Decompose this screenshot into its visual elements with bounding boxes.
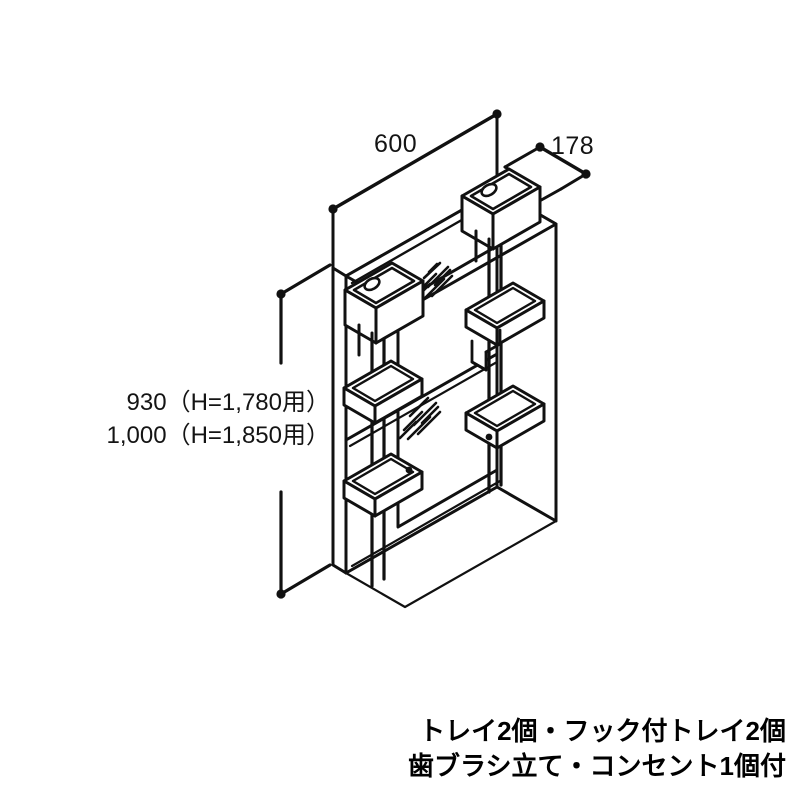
dimension-label-height-group: 930（H=1,780用） 1,000（H=1,850用） [0, 386, 330, 452]
toothbrush-holder-left [343, 261, 425, 364]
product-caption: トレイ2個・フック付トレイ2個 歯ブラシ立て・コンセント1個付 [0, 714, 786, 784]
dimension-label-height-1850: 1,000（H=1,850用） [106, 422, 330, 449]
rail-nodes [405, 433, 493, 474]
hook-tray-right-upper [464, 281, 546, 372]
mirror-cabinet [331, 167, 558, 609]
mirror-inner-border [396, 244, 499, 529]
tray-left-mid [342, 359, 424, 425]
hook-tray-right-lower [464, 384, 546, 450]
tray-left-lower [342, 452, 424, 518]
cabinet-bottom-edge [344, 479, 558, 609]
caption-line-2: 歯ブラシ立て・コンセント1個付 [408, 751, 786, 781]
dimension-label-depth: 178 [551, 132, 595, 160]
dimension-600 [328, 109, 502, 270]
mirror-glint-lower [398, 396, 442, 441]
caption-line-1: トレイ2個・フック付トレイ2個 [419, 716, 786, 746]
dimension-height [276, 263, 332, 599]
toothbrush-holder-right [460, 167, 542, 270]
dimension-label-height-1780: 930（H=1,780用） [126, 389, 330, 416]
dimension-label-width: 600 [374, 130, 418, 158]
